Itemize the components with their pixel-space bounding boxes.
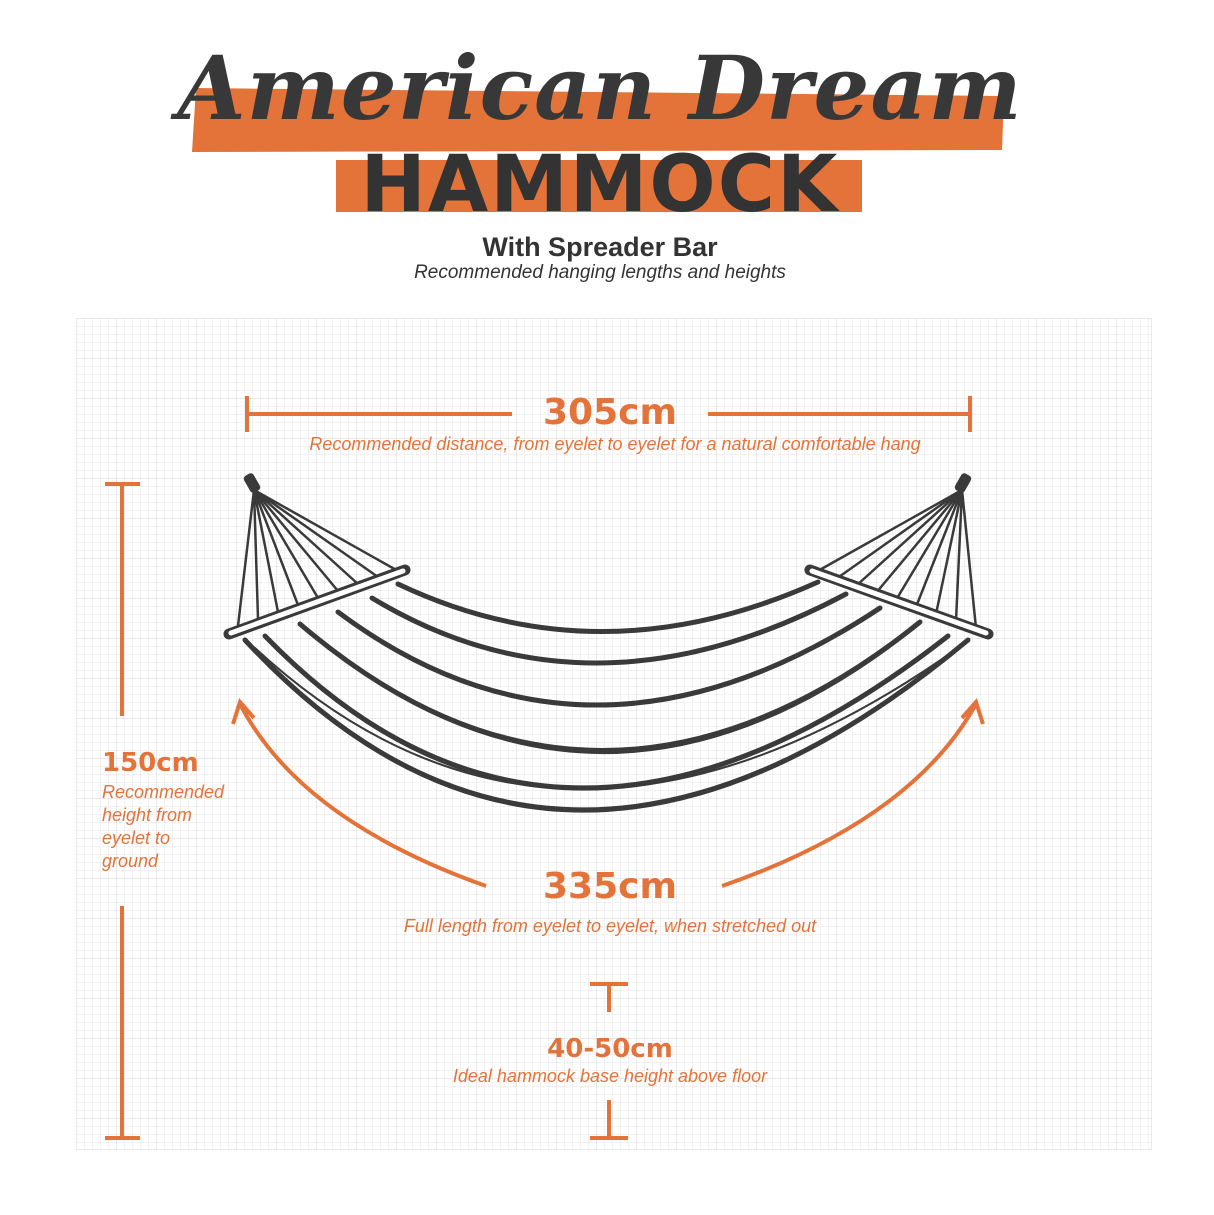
- eyelet-distance-value: 305cm: [543, 392, 677, 433]
- hang-height-value: 150cm: [102, 748, 199, 778]
- hang-height-note-line: ground: [102, 851, 159, 871]
- subtitle: With Spreader Bar: [482, 232, 718, 262]
- eyelet-distance-note: Recommended distance, from eyelet to eye…: [309, 434, 921, 454]
- hang-height-note-line: eyelet to: [102, 828, 171, 848]
- grid-paper: [76, 318, 1152, 1150]
- full-length-note: Full length from eyelet to eyelet, when …: [403, 916, 817, 936]
- base-height-dimension: [590, 982, 628, 1140]
- full-length-arc: [231, 698, 985, 888]
- base-height-note: Ideal hammock base height above floor: [452, 1066, 768, 1086]
- script-title-band: [192, 88, 1004, 152]
- hang-height-note-line: height from: [102, 805, 193, 825]
- hang-height-dimension: [105, 482, 140, 1140]
- hang-height-note: Recommended height from eyelet to ground: [102, 781, 224, 873]
- hammock-illustration: [223, 473, 994, 813]
- eyelet-distance-dimension: [245, 396, 972, 432]
- hang-height-note-line: Recommended: [102, 782, 225, 802]
- full-length-value: 335cm: [543, 866, 677, 907]
- script-title: American Dream: [177, 36, 1023, 140]
- header-accent-bands: [192, 88, 1004, 212]
- caption: Recommended hanging lengths and heights: [414, 262, 786, 283]
- block-title-band: [336, 160, 862, 212]
- block-title: HAMMOCK: [360, 140, 840, 230]
- base-height-value: 40-50cm: [547, 1034, 673, 1064]
